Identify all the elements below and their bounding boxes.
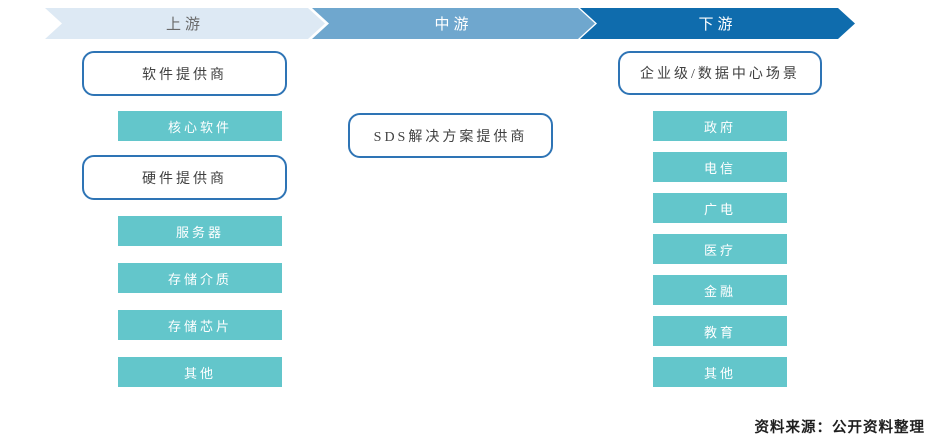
sector-other-box: 其他: [653, 357, 787, 387]
stage-midstream-label: 中游: [434, 17, 473, 33]
hardware-item-storage-chip-box: 存储芯片: [118, 310, 282, 340]
software-provider-box: 软件提供商: [82, 51, 287, 96]
source-note: 资料来源：公开资料整理: [754, 420, 925, 436]
sector-telecom-box: 电信: [653, 152, 787, 182]
sector-government-box: 政府: [653, 111, 787, 141]
stage-downstream-arrow: 下游: [580, 8, 855, 39]
scenario-box: 企业级/数据中心场景: [618, 51, 822, 95]
sector-label: 电信: [703, 160, 736, 176]
sector-label: 教育: [703, 324, 736, 340]
hardware-item-label: 其他: [183, 365, 216, 381]
sector-label: 金融: [703, 283, 736, 299]
sds-solution-provider-box: SDS解决方案提供商: [348, 113, 553, 158]
sector-medical-box: 医疗: [653, 234, 787, 264]
hardware-item-label: 存储芯片: [167, 318, 232, 334]
sds-solution-provider-label: SDS解决方案提供商: [373, 129, 528, 145]
hardware-item-label: 服务器: [175, 224, 224, 240]
hardware-item-storage-media-box: 存储介质: [118, 263, 282, 293]
core-software-label: 核心软件: [167, 119, 232, 135]
stage-upstream-arrow: 上游: [45, 8, 325, 39]
sector-broadcast-box: 广电: [653, 193, 787, 223]
stage-upstream-label: 上游: [165, 17, 204, 33]
sector-label: 医疗: [703, 242, 736, 258]
stage-downstream-label: 下游: [698, 17, 737, 33]
sector-education-box: 教育: [653, 316, 787, 346]
scenario-label: 企业级/数据中心场景: [640, 67, 800, 82]
hardware-item-server-box: 服务器: [118, 216, 282, 246]
hardware-provider-label: 硬件提供商: [142, 171, 227, 187]
software-provider-label: 软件提供商: [142, 67, 227, 83]
hardware-item-label: 存储介质: [167, 271, 232, 287]
sector-finance-box: 金融: [653, 275, 787, 305]
core-software-box: 核心软件: [118, 111, 282, 141]
hardware-provider-box: 硬件提供商: [82, 155, 287, 200]
sector-label: 广电: [703, 201, 736, 217]
stage-midstream-arrow: 中游: [312, 8, 595, 39]
sector-label: 政府: [703, 119, 736, 135]
sector-label: 其他: [703, 365, 736, 381]
hardware-item-other-box: 其他: [118, 357, 282, 387]
